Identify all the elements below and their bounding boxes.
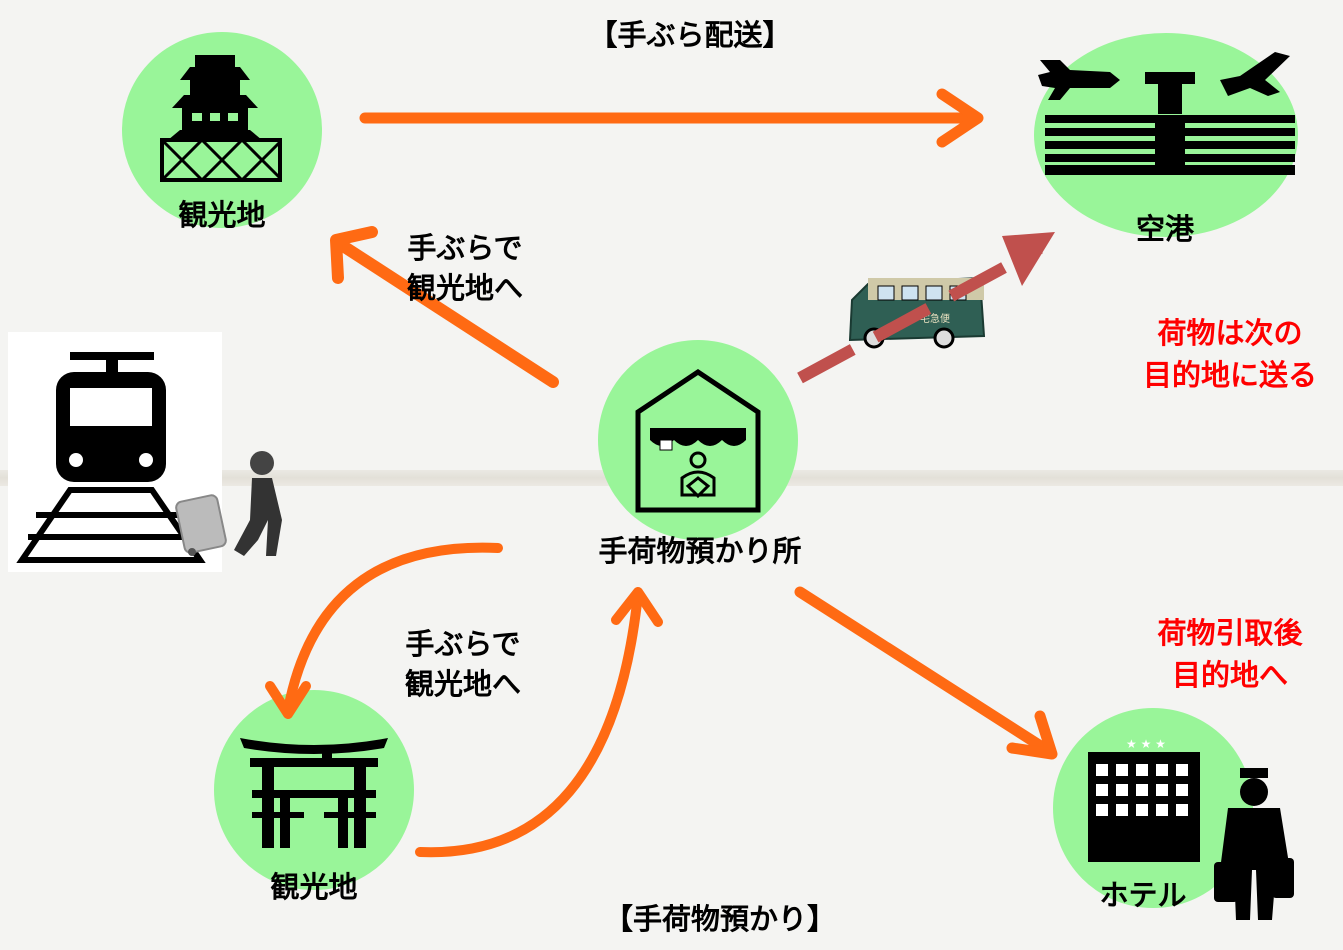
arrow-sightseeing-to-airport	[359, 88, 984, 148]
title-hands-free-delivery: 【手ぶら配送】	[588, 18, 792, 52]
arrow-storage-to-hotel	[794, 586, 1058, 760]
node-label-sightseeing-top: 観光地	[178, 198, 266, 232]
node-label-sightseeing-bottom: 観光地	[270, 870, 358, 904]
dashed-arrow-storage-to-airport	[797, 232, 1055, 384]
arrow-sightseeing-bottom-to-storage	[415, 587, 663, 858]
torii-gate-icon	[240, 738, 388, 848]
node-label-hotel: ホテル	[1099, 878, 1187, 912]
airport-icon	[1038, 52, 1295, 175]
hotel-icon: ★ ★ ★	[1088, 737, 1294, 920]
train-traveller-picture	[8, 332, 282, 572]
svg-text:★ ★ ★: ★ ★ ★	[1126, 737, 1166, 751]
node-label-storage: 手荷物預かり所	[598, 534, 802, 568]
arrow-storage-to-sightseeing-bottom	[265, 542, 503, 719]
luggage-storage-icon	[635, 368, 761, 513]
note-pickup-then-destination: 荷物引取後 目的地へ	[1157, 616, 1303, 692]
castle-icon	[160, 55, 282, 183]
traveller-icon	[175, 451, 282, 556]
title-luggage-storage: 【手荷物預かり】	[603, 902, 836, 936]
note-forward-to-next-destination: 荷物は次の 目的地に送る	[1142, 316, 1317, 392]
edge-label-hands-free-bottom: 手ぶらで 観光地へ	[404, 627, 521, 701]
arrow-storage-to-sightseeing	[330, 226, 559, 388]
bellhop-icon	[1214, 768, 1294, 920]
node-label-airport: 空港	[1135, 212, 1194, 246]
edge-label-hands-free-top: 手ぶらで 観光地へ	[406, 231, 523, 305]
